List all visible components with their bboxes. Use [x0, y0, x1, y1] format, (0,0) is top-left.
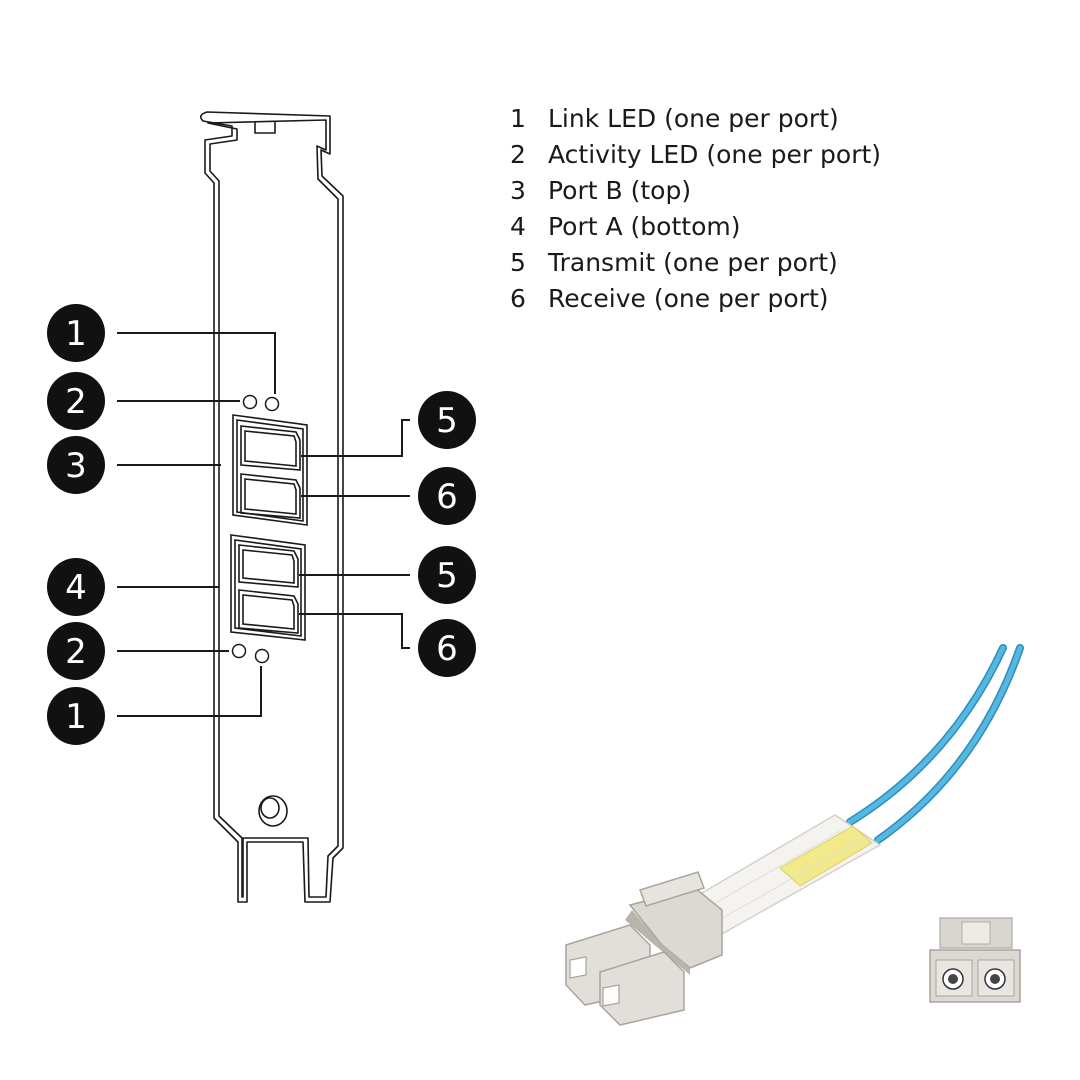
leader-lines: [117, 332, 410, 717]
lc-fiber-cable: [565, 644, 1024, 1026]
legend-label: Port A (bottom): [548, 212, 741, 241]
callout-4: 4: [47, 558, 105, 616]
led-group-bottom: [231, 643, 270, 664]
activity-led-bottom: [231, 643, 247, 659]
callout-2-top-label: 2: [65, 382, 87, 422]
leader-1-bottom: [117, 666, 262, 717]
legend-number: 1: [510, 104, 526, 133]
legend: 1 Link LED (one per port) 2 Activity LED (…: [510, 101, 881, 317]
callout-1-top: 1: [47, 304, 105, 362]
callout-6-bottom: 6: [418, 619, 476, 677]
callout-5-bottom-label: 5: [436, 556, 458, 596]
callout-1-bottom-label: 1: [65, 697, 87, 737]
legend-item: 1 Link LED (one per port): [510, 101, 881, 137]
legend-item: 2 Activity LED (one per port): [510, 137, 881, 173]
callout-2-bottom: 2: [47, 622, 105, 680]
callout-5-top: 5: [418, 391, 476, 449]
callout-4-label: 4: [65, 568, 87, 608]
legend-item: 3 Port B (top): [510, 173, 881, 209]
legend-number: 4: [510, 212, 526, 241]
leader-1-top: [117, 332, 276, 394]
activity-led-top: [242, 394, 258, 410]
legend-label: Link LED (one per port): [548, 104, 839, 133]
callout-1-bottom: 1: [47, 687, 105, 745]
port-a-receive: [238, 589, 299, 634]
legend-number: 6: [510, 284, 526, 313]
port-a-transmit: [238, 544, 299, 588]
link-led-bottom: [254, 648, 270, 664]
callout-3-label: 3: [65, 446, 87, 486]
callout-6-top-label: 6: [436, 477, 458, 517]
legend-item: 5 Transmit (one per port): [510, 245, 881, 281]
legend-label: Receive (one per port): [548, 284, 829, 313]
port-b-receive: [240, 473, 301, 519]
legend-item: 4 Port A (bottom): [510, 209, 881, 245]
pcie-bracket: [199, 111, 344, 903]
legend-number: 3: [510, 176, 526, 205]
callout-5-bottom: 5: [418, 546, 476, 604]
port-a: [230, 534, 306, 641]
callout-2-bottom-label: 2: [65, 632, 87, 672]
legend-number: 5: [510, 248, 526, 277]
leader-5-top: [301, 419, 410, 457]
callout-6-bottom-label: 6: [436, 629, 458, 669]
legend-label: Port B (top): [548, 176, 692, 205]
callout-2-top: 2: [47, 372, 105, 430]
led-group-top: [242, 394, 280, 412]
port-b: [232, 414, 308, 526]
lc-end-face: [929, 917, 1021, 1003]
callout-1-top-label: 1: [65, 314, 87, 354]
legend-number: 2: [510, 140, 526, 169]
callout-3: 3: [47, 436, 105, 494]
callout-5-top-label: 5: [436, 401, 458, 441]
callout-6-top: 6: [418, 467, 476, 525]
leader-6-bottom: [299, 613, 410, 649]
port-b-transmit: [240, 425, 301, 471]
legend-label: Activity LED (one per port): [548, 140, 882, 169]
legend-item: 6 Receive (one per port): [510, 281, 881, 317]
legend-label: Transmit (one per port): [548, 248, 838, 277]
link-led-top: [264, 396, 280, 412]
